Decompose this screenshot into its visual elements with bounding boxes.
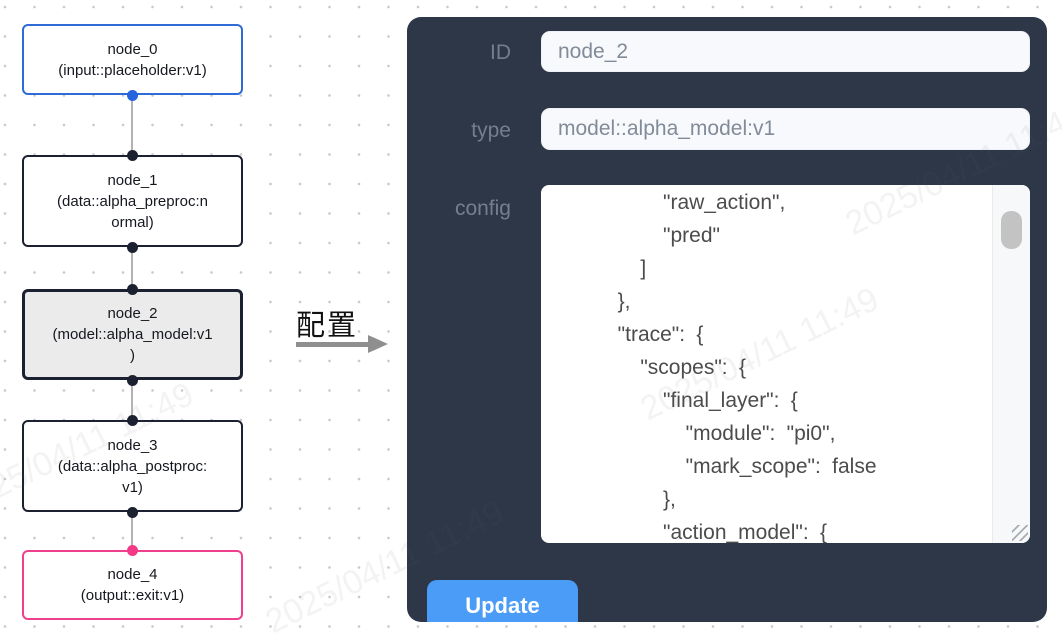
scrollbar-thumb[interactable]: [1001, 211, 1022, 249]
flow-node-node_3[interactable]: node_3(data::alpha_postproc:v1): [22, 420, 243, 512]
node-label-line: (data::alpha_postproc:: [57, 457, 208, 475]
flow-node-node_4[interactable]: node_4(output::exit:v1): [22, 550, 243, 620]
arrow-right-icon: [296, 342, 370, 347]
node-label-line: (data::alpha_preproc:n: [57, 192, 208, 210]
node-label-line: node_0: [107, 40, 158, 58]
id-label: ID: [490, 41, 511, 64]
edge-connector: [131, 380, 133, 420]
node-label-line: node_4: [107, 566, 158, 583]
node-label-line: (model::alpha_model:v1: [52, 326, 213, 343]
edge-connector: [131, 95, 133, 155]
node-port-top[interactable]: [126, 149, 138, 161]
node-label-line: node_1: [107, 171, 158, 189]
node-label-line: ): [130, 347, 135, 364]
node-label-line: ormal): [111, 213, 154, 231]
node-label-line: (output::exit:v1): [80, 587, 185, 604]
type-label: type: [471, 119, 511, 142]
config-label: config: [454, 197, 511, 220]
resize-handle-icon[interactable]: [1012, 525, 1028, 541]
config-json-content: "raw_action", "pred" ] }, "trace": { "sc…: [617, 191, 877, 543]
node-config-panel: ID type config "raw_action", "pred" ] },…: [407, 17, 1047, 622]
node-label-line: (input::placeholder:v1): [58, 61, 207, 79]
node-label-line: node_3: [107, 436, 158, 454]
node-port-bottom[interactable]: [126, 374, 138, 386]
flow-node-node_2[interactable]: node_2(model::alpha_model:v1): [22, 289, 243, 380]
configure-arrow-label: 配置: [296, 310, 359, 342]
id-input[interactable]: [541, 31, 1030, 72]
node-port-top[interactable]: [126, 544, 138, 556]
node-port-bottom[interactable]: [126, 89, 138, 101]
node-label-line: node_2: [107, 305, 158, 322]
scrollbar-track[interactable]: [992, 185, 1030, 543]
flow-node-node_0[interactable]: node_0(input::placeholder:v1): [22, 24, 243, 95]
node-port-bottom[interactable]: [126, 506, 138, 518]
node-port-top[interactable]: [126, 414, 138, 426]
flow-canvas[interactable]: node_0(input::placeholder:v1)node_1(data…: [0, 0, 400, 643]
update-button[interactable]: Update: [427, 580, 578, 622]
node-port-bottom[interactable]: [126, 241, 138, 253]
config-textarea[interactable]: "raw_action", "pred" ] }, "trace": { "sc…: [541, 185, 1030, 543]
arrow-right-head-icon: [368, 335, 388, 353]
type-input[interactable]: [541, 108, 1030, 150]
node-port-top[interactable]: [126, 283, 138, 295]
edge-connector: [131, 512, 133, 550]
edge-connector: [131, 247, 133, 289]
node-label-line: v1): [122, 478, 143, 496]
